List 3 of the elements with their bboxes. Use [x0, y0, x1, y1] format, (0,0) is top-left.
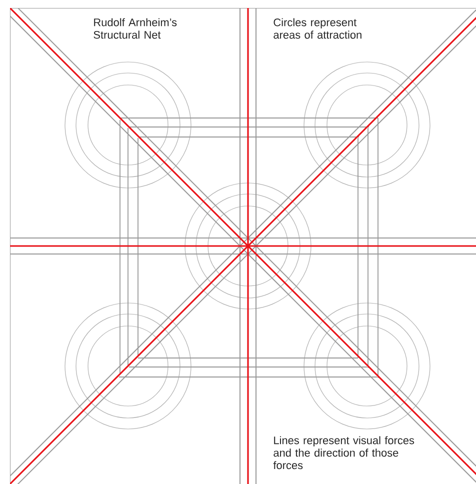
annotation-text: Rudolf Arnheim’s Structural Net [94, 18, 177, 39]
annotation-text: Circles represent areas of attraction [274, 18, 362, 39]
annotation-text: Lines represent visual forces and the direction of those forces [273, 436, 414, 470]
